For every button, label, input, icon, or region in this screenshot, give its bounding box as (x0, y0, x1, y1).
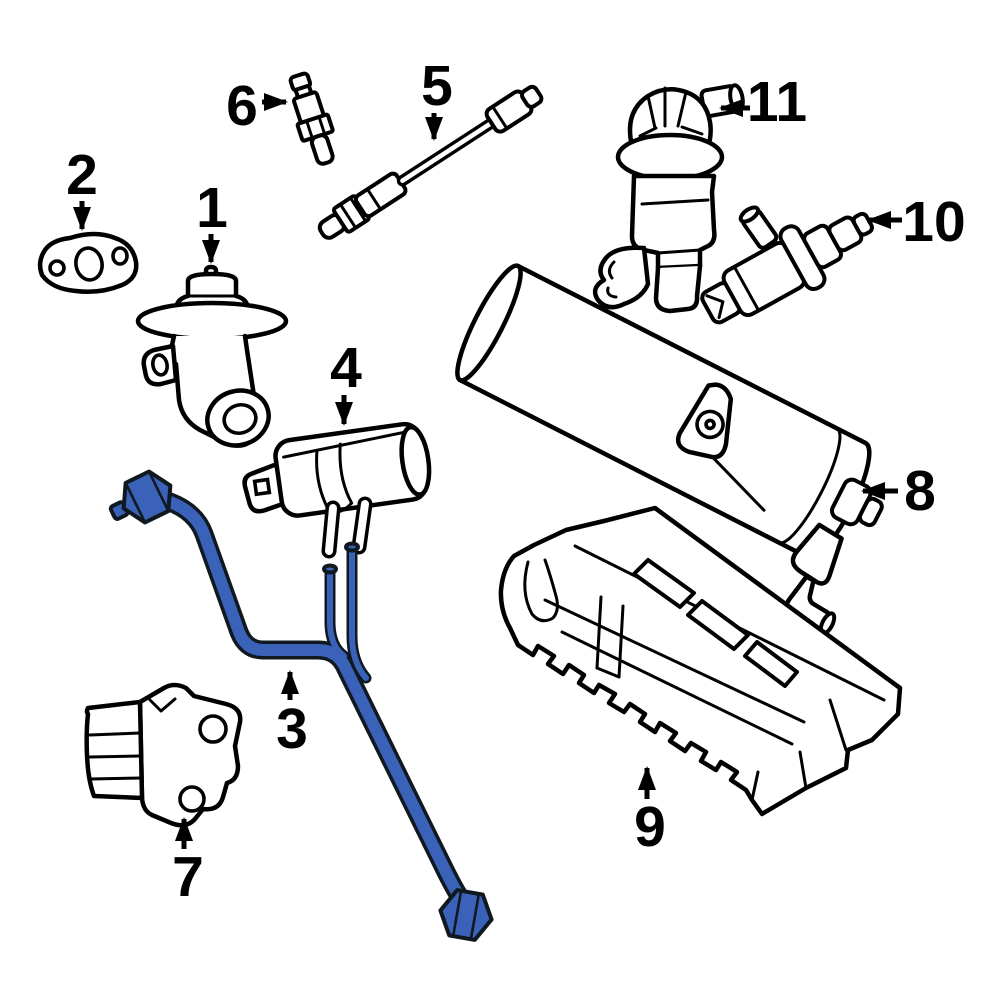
part-3-egr-tube-highlighted (108, 469, 494, 942)
callout-10-number: 10 (902, 190, 965, 254)
callout-2[interactable]: 2 (66, 143, 98, 231)
part-10-check-valve (700, 205, 874, 325)
part-8-vapor-canister (455, 263, 884, 636)
part-9-canister-bracket-tray (498, 505, 903, 817)
part-5-oxygen-sensor (317, 84, 544, 240)
part-11-purge-solenoid-valve (592, 83, 745, 314)
callout-11-number: 11 (747, 70, 807, 134)
part-4-dpfe-sensor (242, 421, 432, 559)
callout-3[interactable]: 3 (276, 670, 308, 761)
callout-4-number: 4 (330, 336, 362, 400)
callout-5-number: 5 (421, 54, 453, 118)
tube-top-hex-fitting (108, 469, 173, 525)
callout-6[interactable]: 6 (226, 74, 288, 138)
callout-6-number: 6 (226, 74, 258, 138)
tube-bottom-hex-fitting (438, 888, 494, 942)
callout-9[interactable]: 9 (634, 766, 666, 859)
part-4-tubes (321, 496, 373, 559)
tube-main (164, 496, 467, 905)
part-7-sensor (84, 682, 243, 828)
callout-1-number: 1 (196, 176, 228, 240)
callout-5[interactable]: 5 (421, 54, 453, 141)
callout-4[interactable]: 4 (330, 336, 362, 426)
part-6-sensor-fitting (288, 71, 335, 166)
callout-2-number: 2 (66, 143, 98, 207)
part-1-egr-valve (135, 264, 289, 448)
callout-9-number: 9 (634, 795, 666, 859)
part-2-egr-gasket (37, 231, 139, 294)
callout-11[interactable]: 11 (719, 70, 807, 134)
callout-1[interactable]: 1 (196, 176, 228, 264)
callout-8-number: 8 (904, 459, 936, 523)
callout-10[interactable]: 10 (867, 190, 966, 254)
callout-7[interactable]: 7 (172, 817, 204, 909)
callout-8[interactable]: 8 (861, 459, 936, 523)
callout-7-number: 7 (172, 845, 204, 909)
callout-3-number: 3 (276, 697, 308, 761)
